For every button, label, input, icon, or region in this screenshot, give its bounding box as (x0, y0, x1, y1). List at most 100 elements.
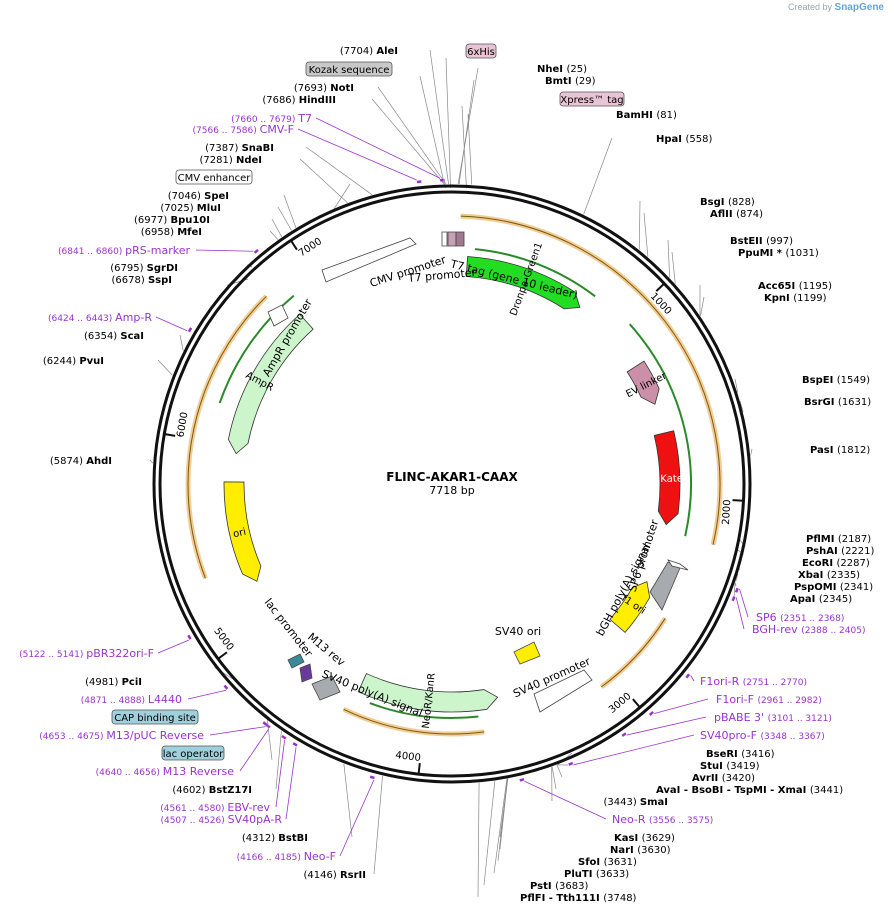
enzyme-name: BsrGI (804, 397, 838, 408)
enzyme-name: ScaI (120, 331, 144, 342)
primer-name: T7 (297, 112, 312, 125)
enzyme-psti: PstI (3683) (530, 881, 588, 892)
orf-arc-core (460, 215, 721, 545)
enzyme-pluti: PluTI (3633) (564, 869, 629, 880)
primer-sv40pro-f: SV40pro-F (3348 .. 3367) (700, 729, 825, 742)
enzyme-name: BsgI (700, 197, 728, 208)
enzyme-leader (179, 334, 184, 351)
enzyme-pshai: PshAI (2221) (806, 546, 875, 557)
enzyme-leader (343, 763, 353, 838)
enzyme-leader (734, 582, 737, 587)
primer-name: SV40pro-F (700, 729, 761, 742)
primer-leader (626, 716, 707, 736)
enzyme-nari: NarI (3630) (610, 845, 671, 856)
enzyme-leader (271, 218, 283, 238)
6xhis-block (455, 231, 465, 247)
inner-label-lac-promoter: lac promoter (262, 596, 316, 660)
enzyme-leader (643, 212, 649, 257)
feature-ev-linker (626, 360, 660, 405)
tick-label: 7000 (297, 236, 324, 259)
enzyme-leader (299, 158, 348, 204)
enzyme-position: (6678) (112, 275, 148, 286)
plasmid-backbone (152, 184, 752, 784)
primer-leader (339, 779, 375, 857)
tick-label: 2000 (721, 499, 733, 525)
plasmid-name: FLINC-AKAR1-CAAX (386, 470, 518, 484)
primer-binding-mark (187, 327, 193, 333)
primer-leader (735, 597, 745, 630)
box-leader (445, 57, 451, 189)
enzyme-snabi: (7387) SnaBI (205, 143, 274, 154)
enzyme-name: NotI (330, 83, 354, 94)
primer-cmv-f: (7566 .. 7586) CMV-F (193, 123, 295, 136)
enzyme-position: (2335) (827, 570, 860, 581)
enzyme-bsgi: BsgI (828) (700, 197, 755, 208)
enzyme-mlui: (7025) MluI (160, 203, 221, 214)
boxed-label-lac-operator: lac operator (163, 749, 224, 760)
enzyme-position: (3416) (741, 749, 774, 760)
enzyme-position: (3748) (603, 893, 636, 904)
enzyme-name: BspEI (802, 375, 837, 386)
enzyme-name: BseRI (706, 749, 741, 760)
primer-binding-mark (223, 684, 229, 690)
primer-leader (315, 117, 441, 179)
enzyme-position: (3419) (726, 761, 759, 772)
primer-amp-r: (6424 .. 6443) Amp-R (48, 311, 152, 324)
enzyme-position: (7693) (294, 83, 330, 94)
enzyme-position: (7686) (262, 95, 298, 106)
enzyme-name: PpuMI * (738, 248, 785, 259)
orf-arc-core (601, 618, 666, 688)
enzyme-position: (4312) (242, 833, 278, 844)
primer-name: L4440 (148, 693, 182, 706)
primer-range: (7566 .. 7586) (193, 126, 260, 136)
feature-ampr (227, 313, 314, 455)
snapgene-credit: Created by SnapGene (788, 2, 884, 13)
orf-arcs (185, 213, 723, 737)
enzyme-position: (7281) (200, 155, 236, 166)
primer-range: (4653 .. 4675) (39, 732, 106, 742)
enzyme-position: (6977) (134, 215, 170, 226)
enzyme-leader (457, 67, 479, 185)
primer-binding-mark (621, 732, 627, 737)
primer-range: (4166 .. 4185) (237, 853, 304, 863)
enzyme-aflii: AflII (874) (710, 209, 763, 220)
enzyme-position: (7025) (160, 203, 196, 214)
enzyme-position: (1812) (837, 445, 870, 456)
enzyme-position: (2221) (841, 546, 874, 557)
primer-leader (654, 698, 709, 714)
enzyme-leader (269, 230, 279, 240)
enzyme-avai-bsobi-tspmi-xmai: AvaI - BsoBI - TspMI - XmaI (3441) (656, 785, 843, 796)
tick-mark (732, 499, 744, 502)
enzyme-name: PciI (122, 677, 142, 688)
enzyme-leader (739, 400, 744, 412)
enzyme-name: NdeI (236, 155, 262, 166)
primer-name: Neo-F (304, 850, 336, 863)
enzyme-position: (3633) (596, 869, 629, 880)
enzyme-bsrgi: BsrGI (1631) (804, 397, 871, 408)
enzyme-ecori: EcoRI (2287) (802, 558, 870, 569)
primer-name: pBABE 3' (714, 711, 768, 724)
primer-leader (155, 316, 188, 332)
inner-label-t7-promoter: T7 promoter (406, 266, 477, 285)
primer-pbr322ori-f: (5122 .. 5141) pBR322ori-F (19, 647, 154, 660)
enzyme-name: MluI (197, 203, 221, 214)
enzyme-leader (458, 79, 475, 185)
enzyme-name: StuI (700, 761, 726, 772)
primer-m13-puc-reverse: (4653 .. 4675) M13/pUC Reverse (39, 729, 204, 742)
enzyme-leader (371, 98, 445, 185)
primer-sp6: SP6 (2351 .. 2368) (756, 611, 844, 624)
enzyme-leader (750, 448, 753, 456)
primer-f1ori-r: F1ori-R (2751 .. 2770) (700, 675, 807, 688)
enzyme-spei: (7046) SpeI (168, 191, 229, 202)
enzyme-pspomi: PspOMI (2341) (794, 582, 873, 593)
primer-name: M13 Reverse (163, 765, 234, 778)
enzyme-name: SspI (148, 275, 172, 286)
t7-promoter-block (441, 231, 448, 247)
enzyme-leader (497, 778, 508, 862)
primer-name: F1ori-R (700, 675, 743, 688)
primer-binding-mark (734, 587, 739, 593)
enzyme-position: (1195) (799, 281, 832, 292)
primer-binding-mark (369, 775, 375, 780)
enzyme-position: (6244) (43, 356, 79, 367)
